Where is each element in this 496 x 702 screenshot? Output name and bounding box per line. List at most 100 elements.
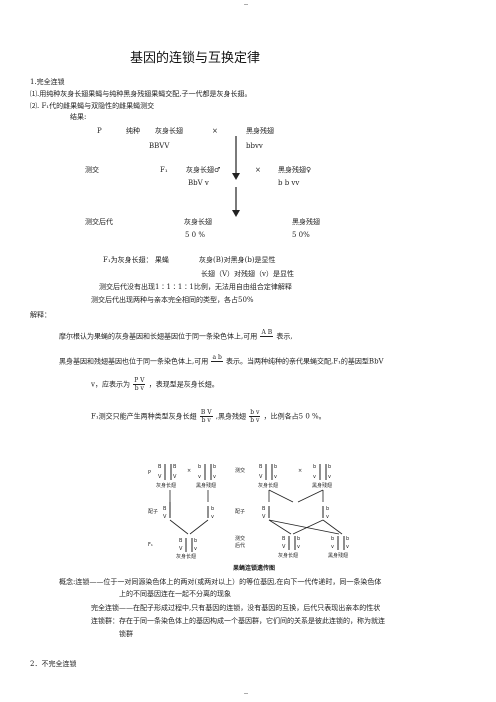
fig-grey-label-2: 灰身长翅 xyxy=(258,483,279,489)
paragraph-4-text-a: F₁测交只能产生两种类型灰身长翅 xyxy=(91,412,197,421)
fig-grey-label-4: 灰身长翅 xyxy=(278,553,299,559)
fig-gamete-label-2: 配子 xyxy=(235,509,246,515)
offspring-black: 黑身残翅 xyxy=(292,218,320,226)
fig-testcross-label: 测交 xyxy=(235,468,246,474)
fig-t-allele-8: v xyxy=(328,474,331,480)
linkage-figure: P B B V V × b b v v 灰身长翅 黑身残翅 测交 B b V v… xyxy=(148,462,376,562)
note-1b: 灰身(B)对黑身(b)是显性 xyxy=(199,256,276,264)
paragraph-3-text-b: ，表现型是灰身长翅。 xyxy=(148,380,219,389)
testcross-label: 测交 xyxy=(85,166,99,174)
fig-t-allele-2: b xyxy=(274,464,278,470)
note-1a: F₁为灰身长翅： 果蝇 xyxy=(103,256,169,264)
testcross-genotype-2: b b vv xyxy=(278,179,300,187)
fraction-ab-lower: a b xyxy=(211,354,223,362)
section-heading-1: 1.完全连锁 xyxy=(30,78,65,86)
fig-g-allele-3: b xyxy=(211,506,215,512)
fig-g-allele-5: B xyxy=(262,506,266,512)
p-cross: × xyxy=(212,127,218,135)
paragraph-2-text-a: 黑身基因和残翅基因也位于同一条染色体上,可用 xyxy=(59,357,209,366)
paragraph-2: 黑身基因和残翅基因也位于同一条染色体上,可用 a b 表示。当两种纯种的亲代果蝇… xyxy=(59,354,384,369)
fig-black-label-1: 黑身残翅 xyxy=(196,483,217,489)
testcross-genotype-1: BbV v xyxy=(188,179,209,187)
fig-allele-b-upper-2: B xyxy=(173,464,177,470)
page-title: 基因的连锁与互换定律 xyxy=(130,51,261,66)
fig-allele-b-lower-2: b xyxy=(213,464,217,470)
p-black-label: 黑身残翅 xyxy=(246,127,274,135)
fig-o-allele-7: v xyxy=(331,544,334,550)
fig-t-allele-7: v xyxy=(313,474,316,480)
fig-allele-v-lower: v xyxy=(198,474,201,480)
fig-allele-b-lower: b xyxy=(198,464,202,470)
offspring-percent-1: 5 0 % xyxy=(185,231,206,239)
fig-test-offspring-1: 测交 xyxy=(235,536,246,542)
fig-cross-1: × xyxy=(187,468,192,474)
paragraph-1-text-b: 表示, xyxy=(276,332,293,341)
fig-o-allele-3: V xyxy=(282,544,286,550)
fig-g-allele-2: V xyxy=(163,514,167,520)
item-2: ⑵. F₁代的雌果蝇与双隐性的雌果蝇测交 xyxy=(30,102,155,110)
fig-black-label-2: 黑身残翅 xyxy=(312,483,333,489)
fig-g-allele-6: V xyxy=(262,514,266,520)
testcross-grey: 灰身长翅♂ xyxy=(186,166,221,174)
footer-mark: -- xyxy=(244,690,249,697)
header-mark: -- xyxy=(244,1,249,8)
fig-t-allele-1: B xyxy=(259,464,263,470)
fig-g-allele-8: v xyxy=(326,514,329,520)
paragraph-4-text-c: ，比例各占5 0 %。 xyxy=(263,412,326,421)
item-1: ⑴.用纯种灰身长翅果蝇与纯种黑身残翅果蝇交配,子一代都是灰身长翅。 xyxy=(30,90,252,98)
fig-allele-v-upper-2: V xyxy=(173,474,177,480)
fig-f1-label: F₁ xyxy=(148,542,153,548)
fig-o-allele-6: b xyxy=(346,536,350,542)
concept-3b: 锁群 xyxy=(119,630,133,638)
note-4: 测交后代出现两种与亲本完全相同的类型，各占50% xyxy=(91,296,254,304)
testcross-cross: × xyxy=(255,166,261,174)
fig-t-allele-4: v xyxy=(274,474,277,480)
result-label: 结果: xyxy=(70,113,87,121)
fig-g-allele-1: B xyxy=(163,506,167,512)
fig-p-label: P xyxy=(148,470,152,476)
fig-f1-allele-4: v xyxy=(194,546,197,552)
fig-o-allele-1: B xyxy=(282,536,286,542)
concept-1: 概念:连锁——位于一对同源染色体上的两对(或两对以上）的等位基因,在向下一代传递… xyxy=(59,578,382,586)
p-grey-label: 灰身长翅 xyxy=(155,127,183,135)
paragraph-1: 摩尔根认为果蝇的灰身基因和长翅基因位于同一条染色体上,可用 A B 表示, xyxy=(59,329,293,344)
concept-1b: 上的不同基因连在一起不分离的现象 xyxy=(119,590,231,598)
section-heading-2: 2．不完全连锁 xyxy=(30,660,77,668)
fig-allele-b-upper: B xyxy=(158,464,162,470)
paragraph-1-text-a: 摩尔根认为果蝇的灰身基因和长翅基因位于同一条染色体上,可用 xyxy=(59,332,258,341)
fig-allele-v-upper: V xyxy=(158,474,162,480)
fig-grey-label-1: 灰身长翅 xyxy=(156,483,177,489)
concept-3: 连锁群：存在于同一条染色体上的基因构成一个基因群，它们间的关系是彼此连锁的，称为… xyxy=(91,617,385,625)
fig-t-allele-3: V xyxy=(259,474,263,480)
fig-cross-2: × xyxy=(298,468,303,474)
note-3: 测交后代没有出现1∶1∶1∶1比例，无法用自由组合定律解释 xyxy=(99,283,292,291)
fig-gamete-label-1: 配子 xyxy=(148,509,159,515)
fig-f1-allele-3: V xyxy=(179,546,183,552)
fig-g-allele-7: b xyxy=(326,506,330,512)
paragraph-2-text-b: 表示。当两种纯种的亲代果蝇交配,F₁的基因型BbV xyxy=(226,357,384,366)
linkage-figure-lines xyxy=(164,464,345,552)
fig-o-allele-8: v xyxy=(346,544,349,550)
concept-2: 完全连锁——在配子形成过程中,只有基因的连锁，没有基因的互换，后代只表现出亲本的… xyxy=(91,604,381,612)
p-label: P xyxy=(97,127,102,135)
fig-t-allele-5: b xyxy=(313,464,317,470)
fig-o-allele-5: b xyxy=(331,536,335,542)
fig-grey-label-3: 灰身长翅 xyxy=(176,554,197,560)
f1-label: F₁ xyxy=(160,166,168,174)
fig-g-allele-4: v xyxy=(211,514,214,520)
offspring-percent-2: 5 0% xyxy=(292,231,310,239)
fig-o-allele-2: b xyxy=(297,536,301,542)
p-genotype-1: BBVV xyxy=(149,142,170,150)
fraction-ab: A B xyxy=(260,329,274,337)
offspring-grey: 灰身长翅 xyxy=(184,218,212,226)
paragraph-3-text-a: v，应表示为 xyxy=(91,380,130,389)
paragraph-4-text-b: ,黑身残翅 xyxy=(215,412,247,421)
fig-o-allele-4: v xyxy=(297,544,300,550)
note-2: 长翅（V）对残翅（v）是显性 xyxy=(201,270,295,278)
fig-allele-v-lower-2: v xyxy=(213,474,216,480)
